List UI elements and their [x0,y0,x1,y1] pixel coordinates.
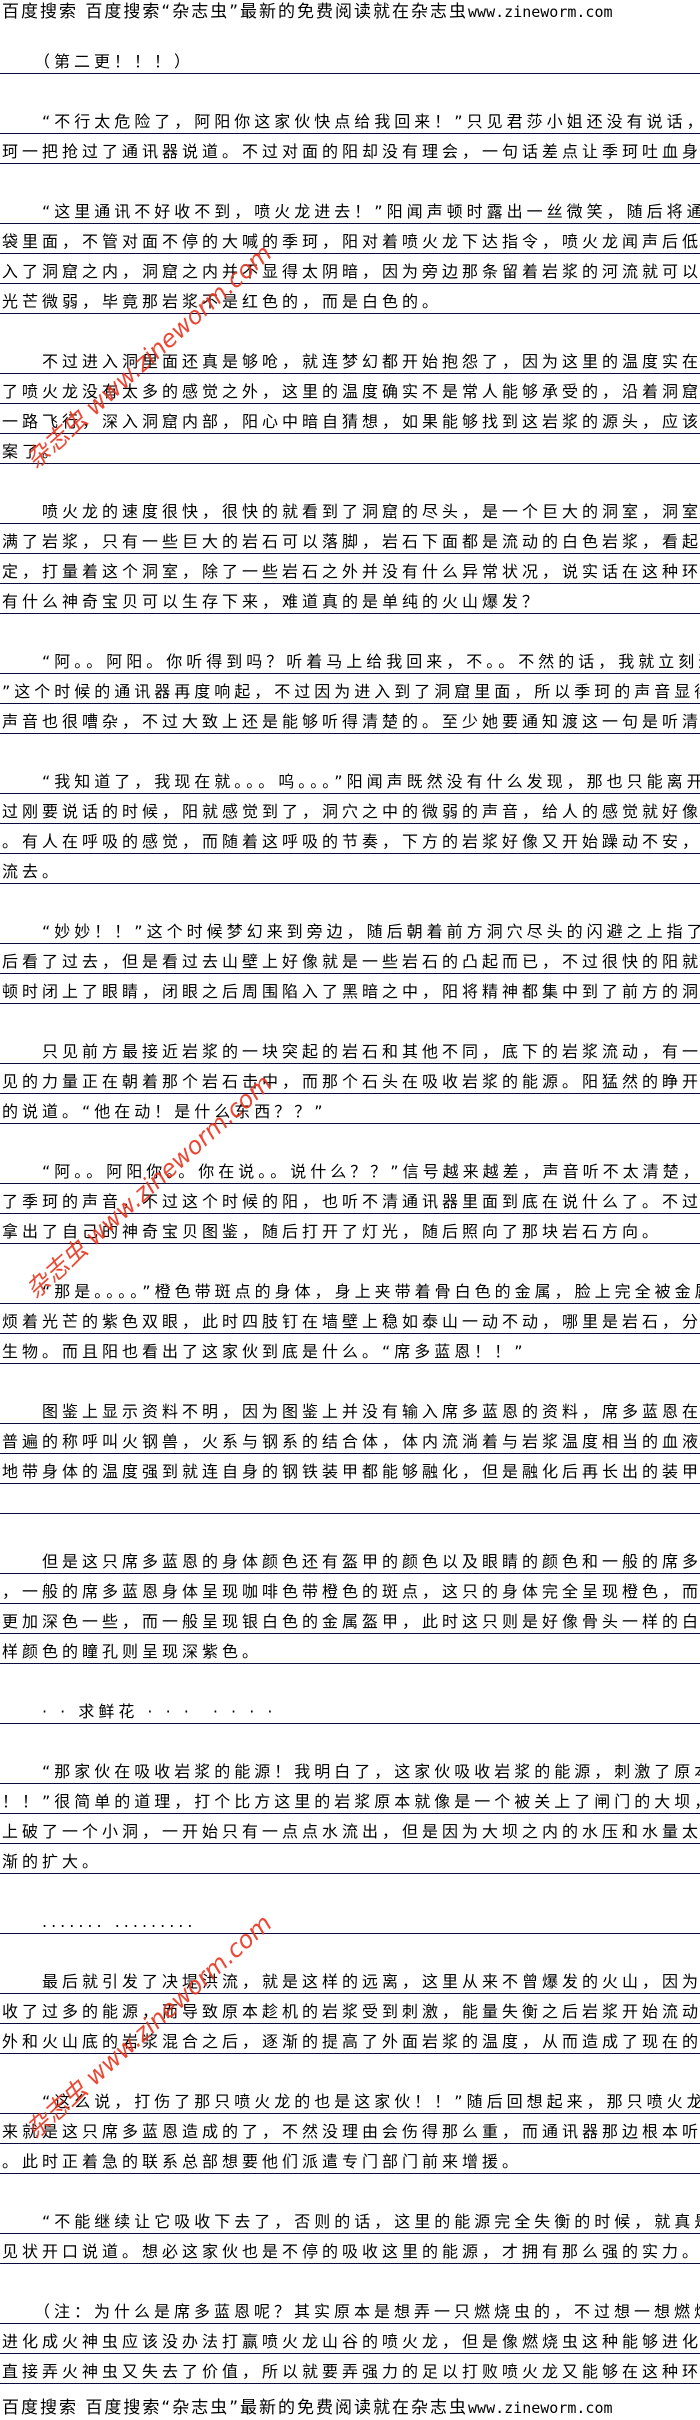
text-line: （第二更！！！） [0,44,700,74]
text-line: 后看了过去，但是看过去山壁上好像就是一些岩石的凸起而已，不过很快的阳就发现了不对… [0,944,700,974]
text-line: 来就是这只席多蓝恩造成的了，不然没理由会伤得那么重，而通讯器那边根本听不清阳的声… [0,2114,700,2144]
blank-line [0,1934,700,1964]
blank-line [0,464,700,494]
text-line: 直接弄火神虫又失去了价值，所以就要弄强力的足以打败喷火龙又能够在这种环境生存的就… [0,2354,700,2384]
text-line: 了喷火龙没有太多的感觉之外，这里的温度确实不是常人能够承受的，沿着洞窟的道路喷火… [0,374,700,404]
blank-line [0,1124,700,1154]
text-line: ”这个时候的通讯器再度响起，不过因为进入到了洞窟里面，所以季珂的声音显得很模糊而… [0,674,700,704]
text-line: ，一般的席多蓝恩身体呈现咖啡色带橙色的斑点，这只的身体完全呈现橙色，而身上的斑点… [0,1574,700,1604]
text-line: “这么说，打伤了那只喷火龙的也是这家伙！！”随后回想起来，那只喷火龙的伤势，看 [0,2084,700,2114]
text-line: 上破了一个小洞，一开始只有一点点水流出，但是因为大坝之内的水压和水量太强，小缺口… [0,1814,700,1844]
text-line: 见的力量正在朝着那个岩石击中，而那个石头在吸收岩浆的能源。阳猛然的睁开了眼睛。震… [0,1064,700,1094]
text-line: 入了洞窟之内，洞窟之内并不显得太阴暗，因为旁边那条留着岩浆的河流就可以照亮洞窟虽… [0,254,700,284]
chapter-text: （第二更！！！） “不行太危险了，阿阳你这家伙快点给我回来！”只见君莎小姐还没有… [0,44,700,2384]
text-line: “那家伙在吸收岩浆的能源！我明白了，这家伙吸收岩浆的能源，刺激了原本沉寂的岩浆 [0,1754,700,1784]
text-line: 珂一把抢过了通讯器说道。不过对面的阳却没有理会，一句话差点让季珂吐血身亡。 [0,134,700,164]
blank-line [0,1874,700,1904]
blank-line [0,2174,700,2204]
text-line: 烦着光芒的紫色双眼，此时四肢钉在墙壁上稳如泰山一动不动，哪里是岩石，分明是活生生… [0,1304,700,1334]
text-line: 。有人在呼吸的感觉，而随着这呼吸的节奏，下方的岩浆好像又开始躁动不安，同时朝着洞… [0,824,700,854]
text-line: · · 求鲜花 · · · · · · · [0,1694,700,1724]
text-line: 见状开口说道。想必这家伙也是不停的吸收这里的能源，才拥有那么强的实力。 [0,2234,700,2264]
text-line: 生物。而且阳也看出了这家伙到底是什么。“席多蓝恩！！” [0,1334,700,1364]
text-line: 但是这只席多蓝恩的身体颜色还有盔甲的颜色以及眼睛的颜色和一般的席多蓝恩都不一样 [0,1544,700,1574]
text-line: “不行太危险了，阿阳你这家伙快点给我回来！”只见君莎小姐还没有说话，另一边的季 [0,104,700,134]
blank-line [0,1004,700,1034]
text-line: 定，打量着这个洞室，除了一些岩石之外并没有什么异常状况，说实话在这种环境下，根本… [0,554,700,584]
text-line: 过刚要说话的时候，阳就感觉到了，洞穴之中的微弱的声音，给人的感觉就好像是，在呼吸… [0,794,700,824]
text-line: “阿。。阿阳。你听得到吗？听着马上给我回来，不。。不然的话，我就立刻通知渡了！ [0,644,700,674]
blank-line [0,614,700,644]
text-line: “这里通讯不好收不到，喷火龙进去！”阳闻声顿时露出一丝微笑，随后将通讯器放到口 [0,194,700,224]
text-line: 地带身体的温度强到就连自身的钢铁装甲都能够融化，但是融化后再长出的装甲会更加坚固… [0,1454,700,1484]
text-line: 顿时闭上了眼睛，闭眼之后周围陷入了黑暗之中，阳将精神都集中到了前方的洞室墙壁上。 [0,974,700,1004]
text-line: 拿出了自己的神奇宝贝图鉴，随后打开了灯光，随后照向了那块岩石方向。 [0,1214,700,1244]
text-line: 袋里面，不管对面不停的大喊的季珂，阳对着喷火龙下达指令，喷火龙闻声后低吼一声随后… [0,224,700,254]
text-line: “阿。。阿阳你。。你在说。。说什么？？”信号越来越差，声音听不太清楚，对面传来 [0,1154,700,1184]
text-line: 外和火山底的岩浆混合之后，逐渐的提高了外面岩浆的温度，从而造成了现在的状况。 [0,2024,700,2054]
blank-line [0,1664,700,1694]
text-line: 渐的扩大。 [0,1844,700,1874]
text-line: 了季珂的声音，不过这个时候的阳，也听不清通讯器里面到底在说什么了。不过阳没有理会… [0,1184,700,1214]
text-line: 更加深色一些，而一般呈现银白色的金属盔甲，此时这只则是好像骨头一样的白色，很身体… [0,1604,700,1634]
blank-line [0,314,700,344]
blank-line [0,1364,700,1394]
text-line: ！！”很简单的道理，打个比方这里的岩浆原本就像是一个被关上了闸门的大坝，但是大坝… [0,1784,700,1814]
blank-line [0,2054,700,2084]
blank-line [0,2264,700,2294]
text-line: “那是。。。。”橙色带斑点的身体，身上夹带着骨白色的金属，脸上完全被金属掩盖， [0,1274,700,1304]
banner-text: 百度搜索 百度搜索“杂志虫”最新的免费阅读就在杂志虫 [2,2398,469,2418]
banner-text: 百度搜索 百度搜索“杂志虫”最新的免费阅读就在杂志虫 [2,2,469,22]
text-line: 的说道。“他在动！是什么东西？？” [0,1094,700,1124]
footer-banner: 百度搜索 百度搜索“杂志虫”最新的免费阅读就在杂志虫www.zineworm.c… [2,2396,613,2420]
banner-url[interactable]: www.zineworm.com [468,2399,613,2417]
text-line: ....... ......... [0,1904,700,1934]
text-line: 流去。 [0,854,700,884]
text-line: “我知道了，我现在就。。。呜。。。”阳闻声既然没有什么发现，那也只能离开了，不 [0,764,700,794]
blank-line [0,1244,700,1274]
blank-line [0,74,700,104]
text-line: 一路飞行，深入洞窟内部，阳心中暗自猜想，如果能够找到这岩浆的源头，应该就能够得到… [0,404,700,434]
text-line: 只见前方最接近岩浆的一块突起的岩石和其他不同，底下的岩浆流动，有一股肉眼不能看 [0,1034,700,1064]
text-line: “妙妙！！”这个时候梦幻来到旁边，随后朝着前方洞穴尽头的闪避之上指了指，阳闻声 [0,914,700,944]
text-line: 喷火龙的速度很快，很快的就看到了洞窟的尽头，是一个巨大的洞室，洞室的下方全部充 [0,494,700,524]
text-line: 满了岩浆，只有一些巨大的岩石可以落脚，岩石下面都是流动的白色岩浆，看起来同样很不… [0,524,700,554]
blank-line [0,734,700,764]
text-line: 。此时正着急的联系总部想要他们派遣专门部门前来增援。 [0,2144,700,2174]
banner-url[interactable]: www.zineworm.com [468,3,613,21]
blank-line [0,1514,700,1544]
text-line: （注：为什么是席多蓝恩呢？其实原本是想弄一只燃烧虫的，不过想一想燃烧虫的战力不 [0,2294,700,2324]
text-line: 样颜色的瞳孔则呈现深紫色。 [0,1634,700,1664]
text-line: 进化成火神虫应该没办法打赢喷火龙山谷的喷火龙，但是像燃烧虫这种能够进化的神奇宝贝… [0,2324,700,2354]
text-line: 图鉴上显示资料不明，因为图鉴上并没有输入席多蓝恩的资料，席多蓝恩在前世之中有个 [0,1394,700,1424]
blank-line [0,164,700,194]
text-line: 最后就引发了决堤洪流，就是这样的远离，这里从来不曾爆发的火山，因为被席多蓝恩吸 [0,1964,700,1994]
text-line: “不能继续让它吸收下去了，否则的话，这里的能源完全失衡的时候，就真是糟了！”阳 [0,2204,700,2234]
text-line: 不过进入洞里面还真是够呛，就连梦幻都开始抱怨了，因为这里的温度实在是太热了，除 [0,344,700,374]
text-line: 声音也很嘈杂，不过大致上还是能够听得清楚的。至少她要通知渡这一句是听清楚了。 [0,704,700,734]
text-line: 收了过多的能源，而导致原本趁机的岩浆受到刺激，能量失衡之后岩浆开始流动，并且流出… [0,1994,700,2024]
text-line: 光芒微弱，毕竟那岩浆不是红色的，而是白色的。 [0,284,700,314]
text-line: 案了。 [0,434,700,464]
blank-line [0,1484,700,1514]
text-line: 普遍的称呼叫火钢兽，火系与钢系的结合体，体内流淌着与岩浆温度相当的血液，生活在火… [0,1424,700,1454]
blank-line [0,884,700,914]
blank-line [0,1724,700,1754]
header-banner: 百度搜索 百度搜索“杂志虫”最新的免费阅读就在杂志虫www.zineworm.c… [2,0,613,24]
text-line: 有什么神奇宝贝可以生存下来，难道真的是单纯的火山爆发？ [0,584,700,614]
